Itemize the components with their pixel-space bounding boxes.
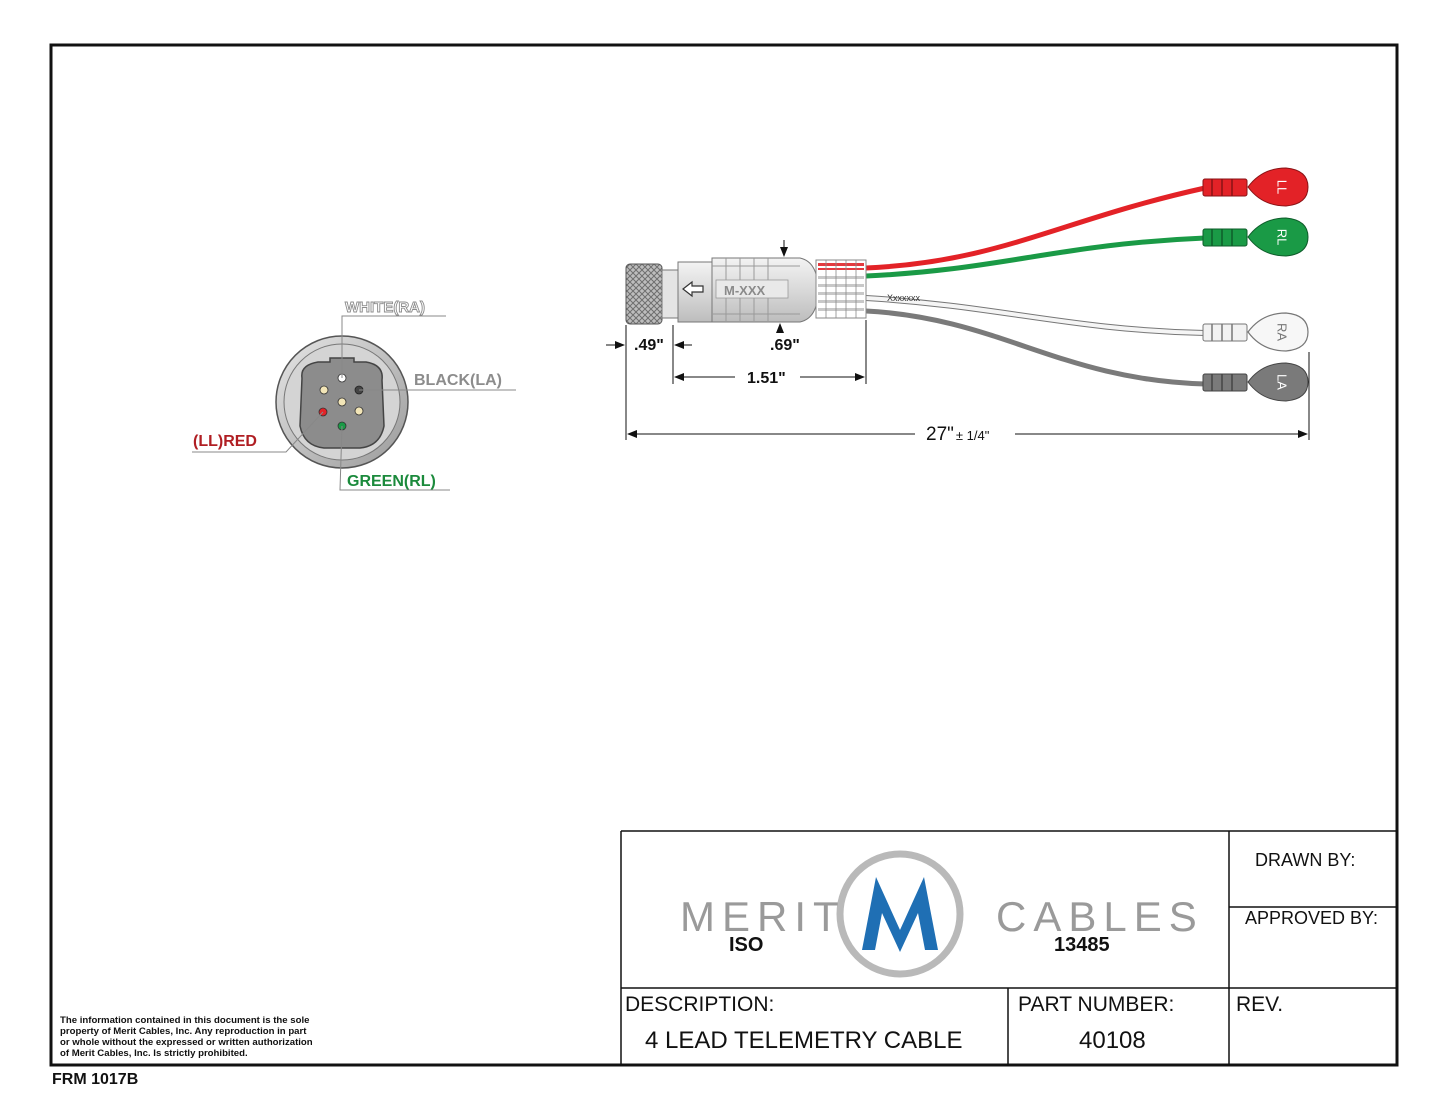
label-red-ll: (LL)RED [193,433,257,450]
cable-print: Xxxxxxx [887,293,921,303]
disclaimer-line: of Merit Cables, Inc. Is strictly prohib… [60,1048,248,1059]
rev-label: REV. [1236,993,1283,1016]
label-green-rl: GREEN(RL) [347,473,436,490]
dim-151: 1.51" [747,370,786,387]
cable-assembly: Xxxxxxx M-XXX [625,185,1206,387]
logo-text-13485: 13485 [1054,934,1110,956]
dim-overall-length: 27"± 1/4" [926,424,990,445]
approved-by-label: APPROVED BY: [1245,908,1378,928]
logo-text-iso: ISO [729,934,763,956]
merit-cables-logo: MERIT CABLES ISO 13485 [680,850,1204,978]
part-number-label: PART NUMBER: [1018,993,1174,1016]
logo-text-cables: CABLES [996,893,1204,940]
sheet-border [49,43,1399,1067]
disclaimer-line: The information contained in this docume… [60,1015,310,1026]
snap-ra: RA [1202,312,1309,352]
snap-label-ll: LL [1275,180,1290,194]
wire-rl-green [865,235,1206,279]
part-number-value: 40108 [1079,1027,1146,1054]
snap-ll: LL [1202,167,1309,207]
drawn-by-label: DRAWN BY: [1255,850,1355,870]
description-label: DESCRIPTION: [625,993,774,1016]
snap-label-ra: RA [1275,323,1290,341]
pin-cream-right [354,406,364,416]
insertion-arrow-icon [682,280,704,298]
connector-marking: M-XXX [724,283,766,298]
description-value: 4 LEAD TELEMETRY CABLE [645,1027,962,1054]
dimensions [606,240,1310,440]
label-white-ra: WHITE(RA) [345,299,425,316]
label-black-la: BLACK(LA) [414,372,502,389]
snap-la: LA [1202,362,1309,402]
dim-69: .69" [770,337,800,354]
disclaimer: The information contained in this docume… [60,1015,340,1059]
dim-49: .49" [634,337,664,354]
coupling-nut [625,263,663,325]
disclaimer-line: or whole without the expressed or writte… [60,1037,313,1048]
wire-ll-red [865,185,1206,271]
snap-label-la: LA [1275,374,1290,390]
pin-cream-left [319,385,329,395]
snap-label-rl: RL [1275,229,1290,246]
disclaimer-line: property of Merit Cables, Inc. Any repro… [60,1026,307,1037]
title-block [620,830,1397,1065]
wire-la-gray [865,308,1206,387]
snap-rl: RL [1202,217,1309,257]
pin-cream-center [337,397,347,407]
logo-text-merit: MERIT [680,893,846,940]
connector-face-view: WHITE(RA) BLACK(LA) (LL)RED GREEN(RL) [192,299,516,491]
form-number: FRM 1017B [52,1071,139,1088]
